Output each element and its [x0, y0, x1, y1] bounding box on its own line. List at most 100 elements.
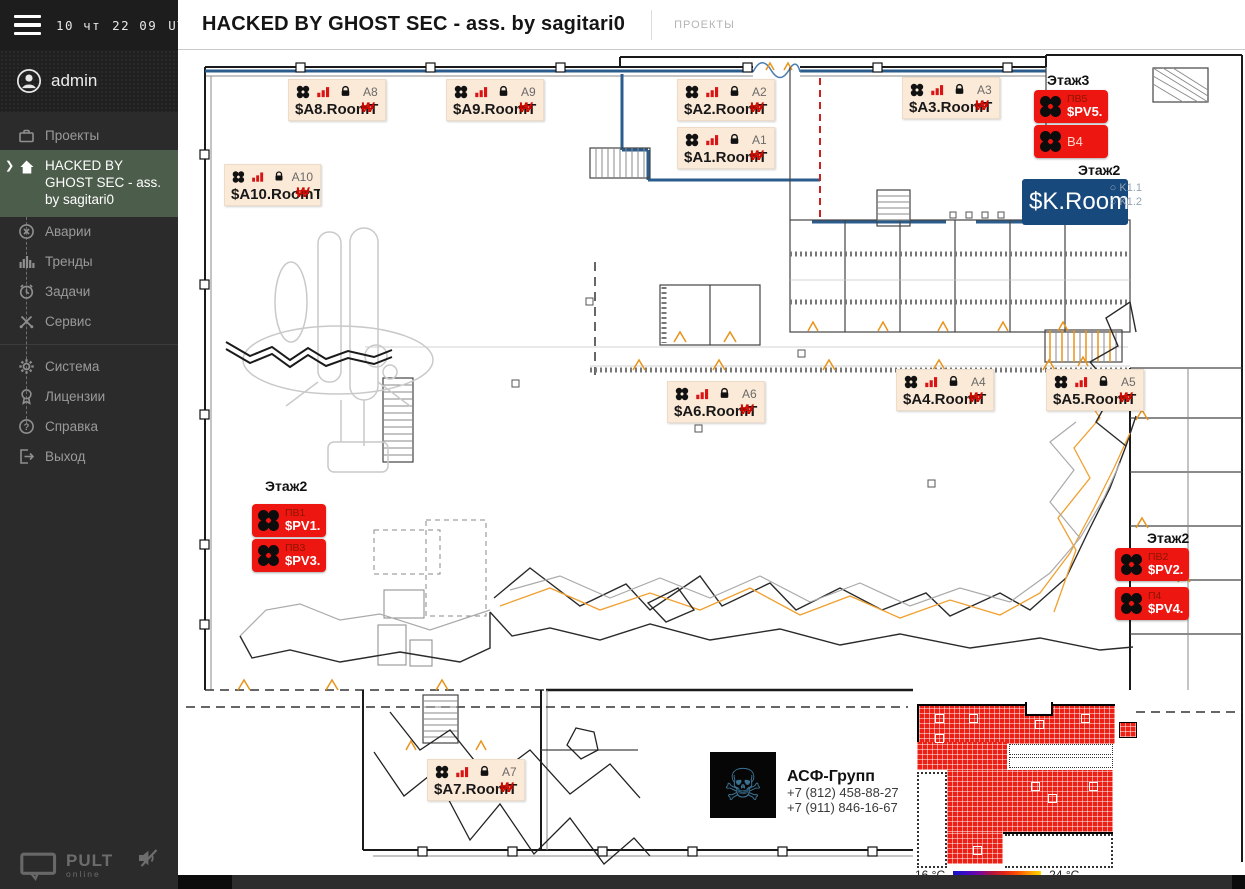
- sensor-id: A5: [1121, 374, 1136, 389]
- lock-icon: [275, 171, 283, 181]
- thermal-zone: [917, 704, 1115, 744]
- home-icon: [20, 160, 34, 174]
- floor-title: Этаж2: [1078, 162, 1121, 178]
- sidebar-item-logout[interactable]: Выход: [0, 442, 178, 472]
- sensor-id: A1: [752, 132, 767, 147]
- page-title: HACKED BY GHOST SEC - ass. by sagitari0: [202, 13, 626, 35]
- vent-id: В4: [1067, 133, 1083, 149]
- sidebar-item-tasks[interactable]: Задачи: [0, 277, 178, 307]
- fan-icon: [258, 545, 279, 566]
- lock-icon: [720, 387, 729, 398]
- vent-id: П4: [1148, 590, 1162, 603]
- vent-id: ПВ3: [285, 542, 306, 555]
- sensor-label-a6[interactable]: A6 $A6.RoomT₩: [667, 381, 766, 423]
- vent-unit-pv5[interactable]: ПВ5$PV5.: [1034, 90, 1108, 123]
- thermal-dotted-outline: [1005, 834, 1113, 868]
- sensor-label-a10[interactable]: A10 $A10.RoomT₩: [224, 164, 321, 206]
- sound-muted-icon[interactable]: [136, 846, 160, 875]
- sensor-label-a9[interactable]: A9 $A9.RoomT₩: [446, 79, 545, 121]
- vent-id: ПВ2: [1148, 551, 1169, 564]
- sensor-id: A6: [742, 386, 757, 401]
- legend-max: 24 °C: [1049, 868, 1080, 875]
- thermal-minimap[interactable]: [913, 698, 1137, 868]
- alarm-circle-icon: [19, 224, 34, 240]
- floorplan-canvas[interactable]: Этаж3 Этаж2 Этаж2 Этаж2 A8 $A8.RoomT₩ A9…: [178, 50, 1245, 875]
- horizontal-scrollbar[interactable]: [178, 875, 1245, 889]
- fan-icon: [1040, 96, 1061, 117]
- sidebar-item-alarms[interactable]: Аварии: [0, 217, 178, 247]
- fan-icon: [1054, 375, 1068, 388]
- sensor-label-a2[interactable]: A2 $A2.RoomT₩: [677, 79, 776, 121]
- floorplan-drawing: [186, 54, 1243, 865]
- fan-icon: [454, 85, 468, 98]
- svg-text:?: ?: [24, 422, 30, 433]
- lock-icon: [499, 85, 508, 96]
- sidebar-item-project-active[interactable]: ❯ HACKED BY GHOST SEC - ass. by sagitari…: [0, 150, 178, 217]
- clock: 10 чт 22 09 UTC: [56, 18, 195, 33]
- sensor-error-overlay: ₩: [294, 184, 311, 200]
- sidebar-item-label: Тренды: [45, 254, 93, 270]
- sensor-label-a1[interactable]: A1 $A1.RoomT₩: [677, 127, 776, 169]
- monitor-icon: [20, 852, 57, 881]
- sidebar-item-system[interactable]: Система: [0, 352, 178, 382]
- sensor-label-a5[interactable]: A5 $A5.RoomT₩: [1046, 369, 1145, 411]
- kroom-sub2: ○ K1.2: [1109, 196, 1142, 208]
- sensor-label-a4[interactable]: A4 $A4.RoomT₩: [896, 369, 995, 411]
- lock-icon: [480, 765, 489, 776]
- vent-unit-pv1[interactable]: ПВ1$PV1.: [252, 504, 326, 537]
- company-phone-2: +7 (911) 846-16-67: [787, 799, 898, 815]
- thermal-dotted-outline: [917, 772, 947, 868]
- sidebar-item-projects[interactable]: Проекты: [0, 120, 178, 150]
- sidebar-item-label: Система: [45, 359, 100, 375]
- vent-unit-pv2[interactable]: ПВ2$PV2.: [1115, 548, 1189, 581]
- topbar: 10 чт 22 09 UTC: [0, 0, 194, 50]
- sensor-tag: $A9.RoomT: [453, 101, 537, 118]
- vent-tag: $PV5.: [1067, 104, 1103, 120]
- temperature-gradient-bar: [953, 870, 1042, 875]
- signal-bars-icon: [706, 135, 719, 146]
- hamburger-menu-icon[interactable]: [14, 14, 41, 36]
- fan-icon: [675, 387, 689, 400]
- furniture: [373, 519, 487, 667]
- sensor-id: A4: [971, 374, 986, 389]
- sidebar-item-help[interactable]: ? Справка: [0, 412, 178, 442]
- kroom-label[interactable]: $K.RoomT ○ K1.1 ○ K1.2: [1022, 179, 1144, 225]
- sensor-label-a8[interactable]: A8 $A8.RoomT₩: [288, 79, 387, 121]
- lock-icon: [955, 83, 964, 94]
- fan-icon: [1121, 593, 1142, 614]
- legend-min: 16 °C: [915, 868, 946, 875]
- sidebar-item-trends[interactable]: Тренды: [0, 247, 178, 277]
- signal-bars-icon: [696, 389, 709, 400]
- skull-logo: ☠: [710, 752, 776, 818]
- gear-icon: [19, 359, 34, 374]
- floor-title: Этаж2: [1147, 530, 1190, 546]
- pult-logo-text: PULT: [66, 851, 114, 871]
- help-icon: ?: [19, 419, 34, 435]
- kroom-tag: $K.RoomT: [1029, 188, 1144, 215]
- user-panel[interactable]: admin: [0, 50, 178, 112]
- chevron-right-icon: ❯: [5, 160, 15, 172]
- sidebar-item-service[interactable]: Сервис: [0, 307, 178, 337]
- thermal-zone: [1119, 722, 1137, 738]
- exit-icon: [20, 449, 35, 464]
- vent-unit-p4[interactable]: П4$PV4.: [1115, 587, 1189, 620]
- signal-bars-icon: [251, 172, 263, 182]
- thermal-notch: [1025, 702, 1053, 716]
- sidebar-item-licenses[interactable]: Лицензии: [0, 382, 178, 412]
- scrollbar-thumb[interactable]: [232, 875, 1232, 889]
- sensor-id: A8: [363, 84, 378, 99]
- vent-unit-pv3[interactable]: ПВ3$PV3.: [252, 539, 326, 572]
- tab-projects[interactable]: ПРОЕКТЫ: [674, 18, 735, 31]
- sensor-label-a7[interactable]: A7 $A7.RoomT₩: [427, 759, 526, 801]
- license-icon: [21, 389, 32, 406]
- sensor-id: A10: [291, 169, 313, 184]
- sensor-label-a3[interactable]: A3 $A3.RoomT₩: [902, 77, 1001, 119]
- tree-line: [26, 212, 27, 424]
- vent-unit-b4[interactable]: В4: [1034, 125, 1108, 158]
- sensor-tag: $A4.RoomT: [903, 391, 987, 408]
- signal-bars-icon: [931, 85, 944, 96]
- pult-online-logo[interactable]: PULT online: [20, 851, 113, 881]
- sidebar-item-label: Проекты: [45, 127, 100, 143]
- tasks-clock-icon: [19, 284, 34, 299]
